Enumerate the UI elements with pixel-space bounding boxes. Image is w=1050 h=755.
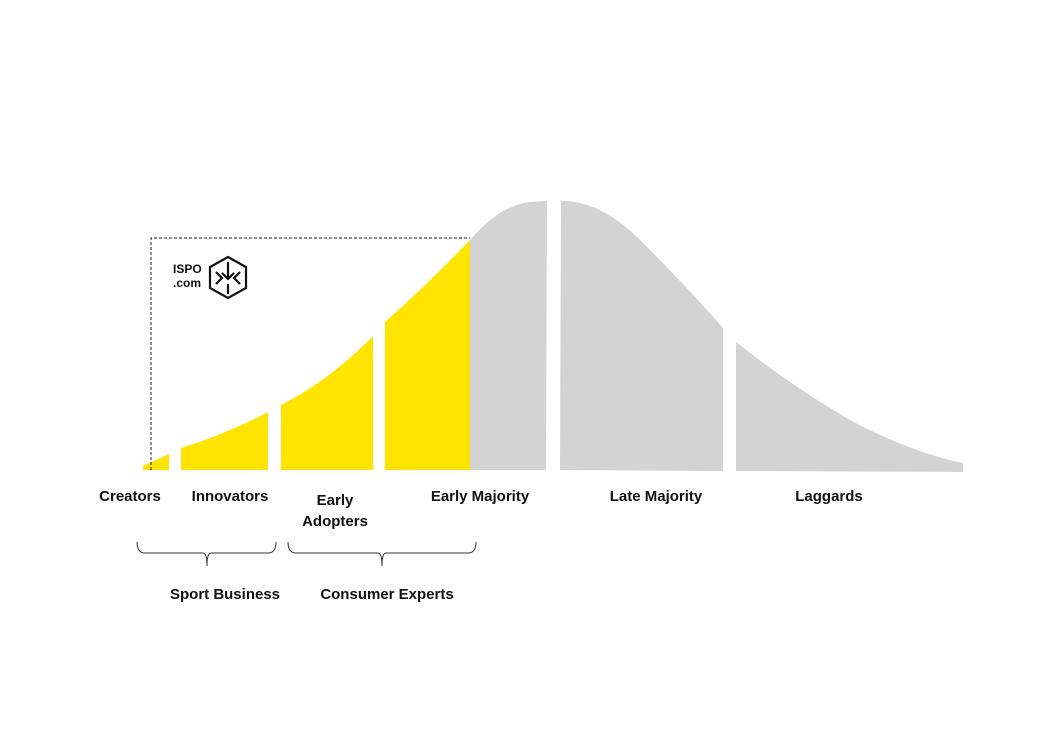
label-early-adopters: Early Adopters [302, 490, 368, 532]
label-innovators: Innovators [191, 488, 269, 505]
label-late-majority: Late Majority [609, 488, 703, 505]
segment-innovators [181, 412, 268, 470]
ispo-logo-text: ISPO .com [173, 262, 202, 290]
segment-late-majority [560, 200, 723, 471]
segment-early-majority-yellow [385, 240, 470, 470]
label-early-adopters-line1: Early [316, 492, 354, 509]
label-early-majority: Early Majority [430, 488, 530, 505]
logo-line2: .com [173, 276, 202, 290]
logo-line1: ISPO [173, 262, 202, 276]
label-laggards: Laggards [795, 488, 863, 505]
bracket-sport-business [136, 541, 277, 567]
label-early-adopters-line2: Adopters [302, 513, 368, 530]
dashed-frame [150, 237, 470, 470]
segment-early-adopters [281, 336, 373, 470]
ispo-logo-icon [208, 255, 248, 300]
bracket-consumer-experts [287, 541, 477, 567]
label-creators: Creators [99, 488, 161, 505]
segment-laggards [736, 342, 963, 472]
segment-early-majority-gray [470, 201, 547, 470]
group-sport-business: Sport Business [169, 586, 281, 603]
segment-creators [143, 454, 169, 470]
group-consumer-experts: Consumer Experts [320, 586, 454, 603]
